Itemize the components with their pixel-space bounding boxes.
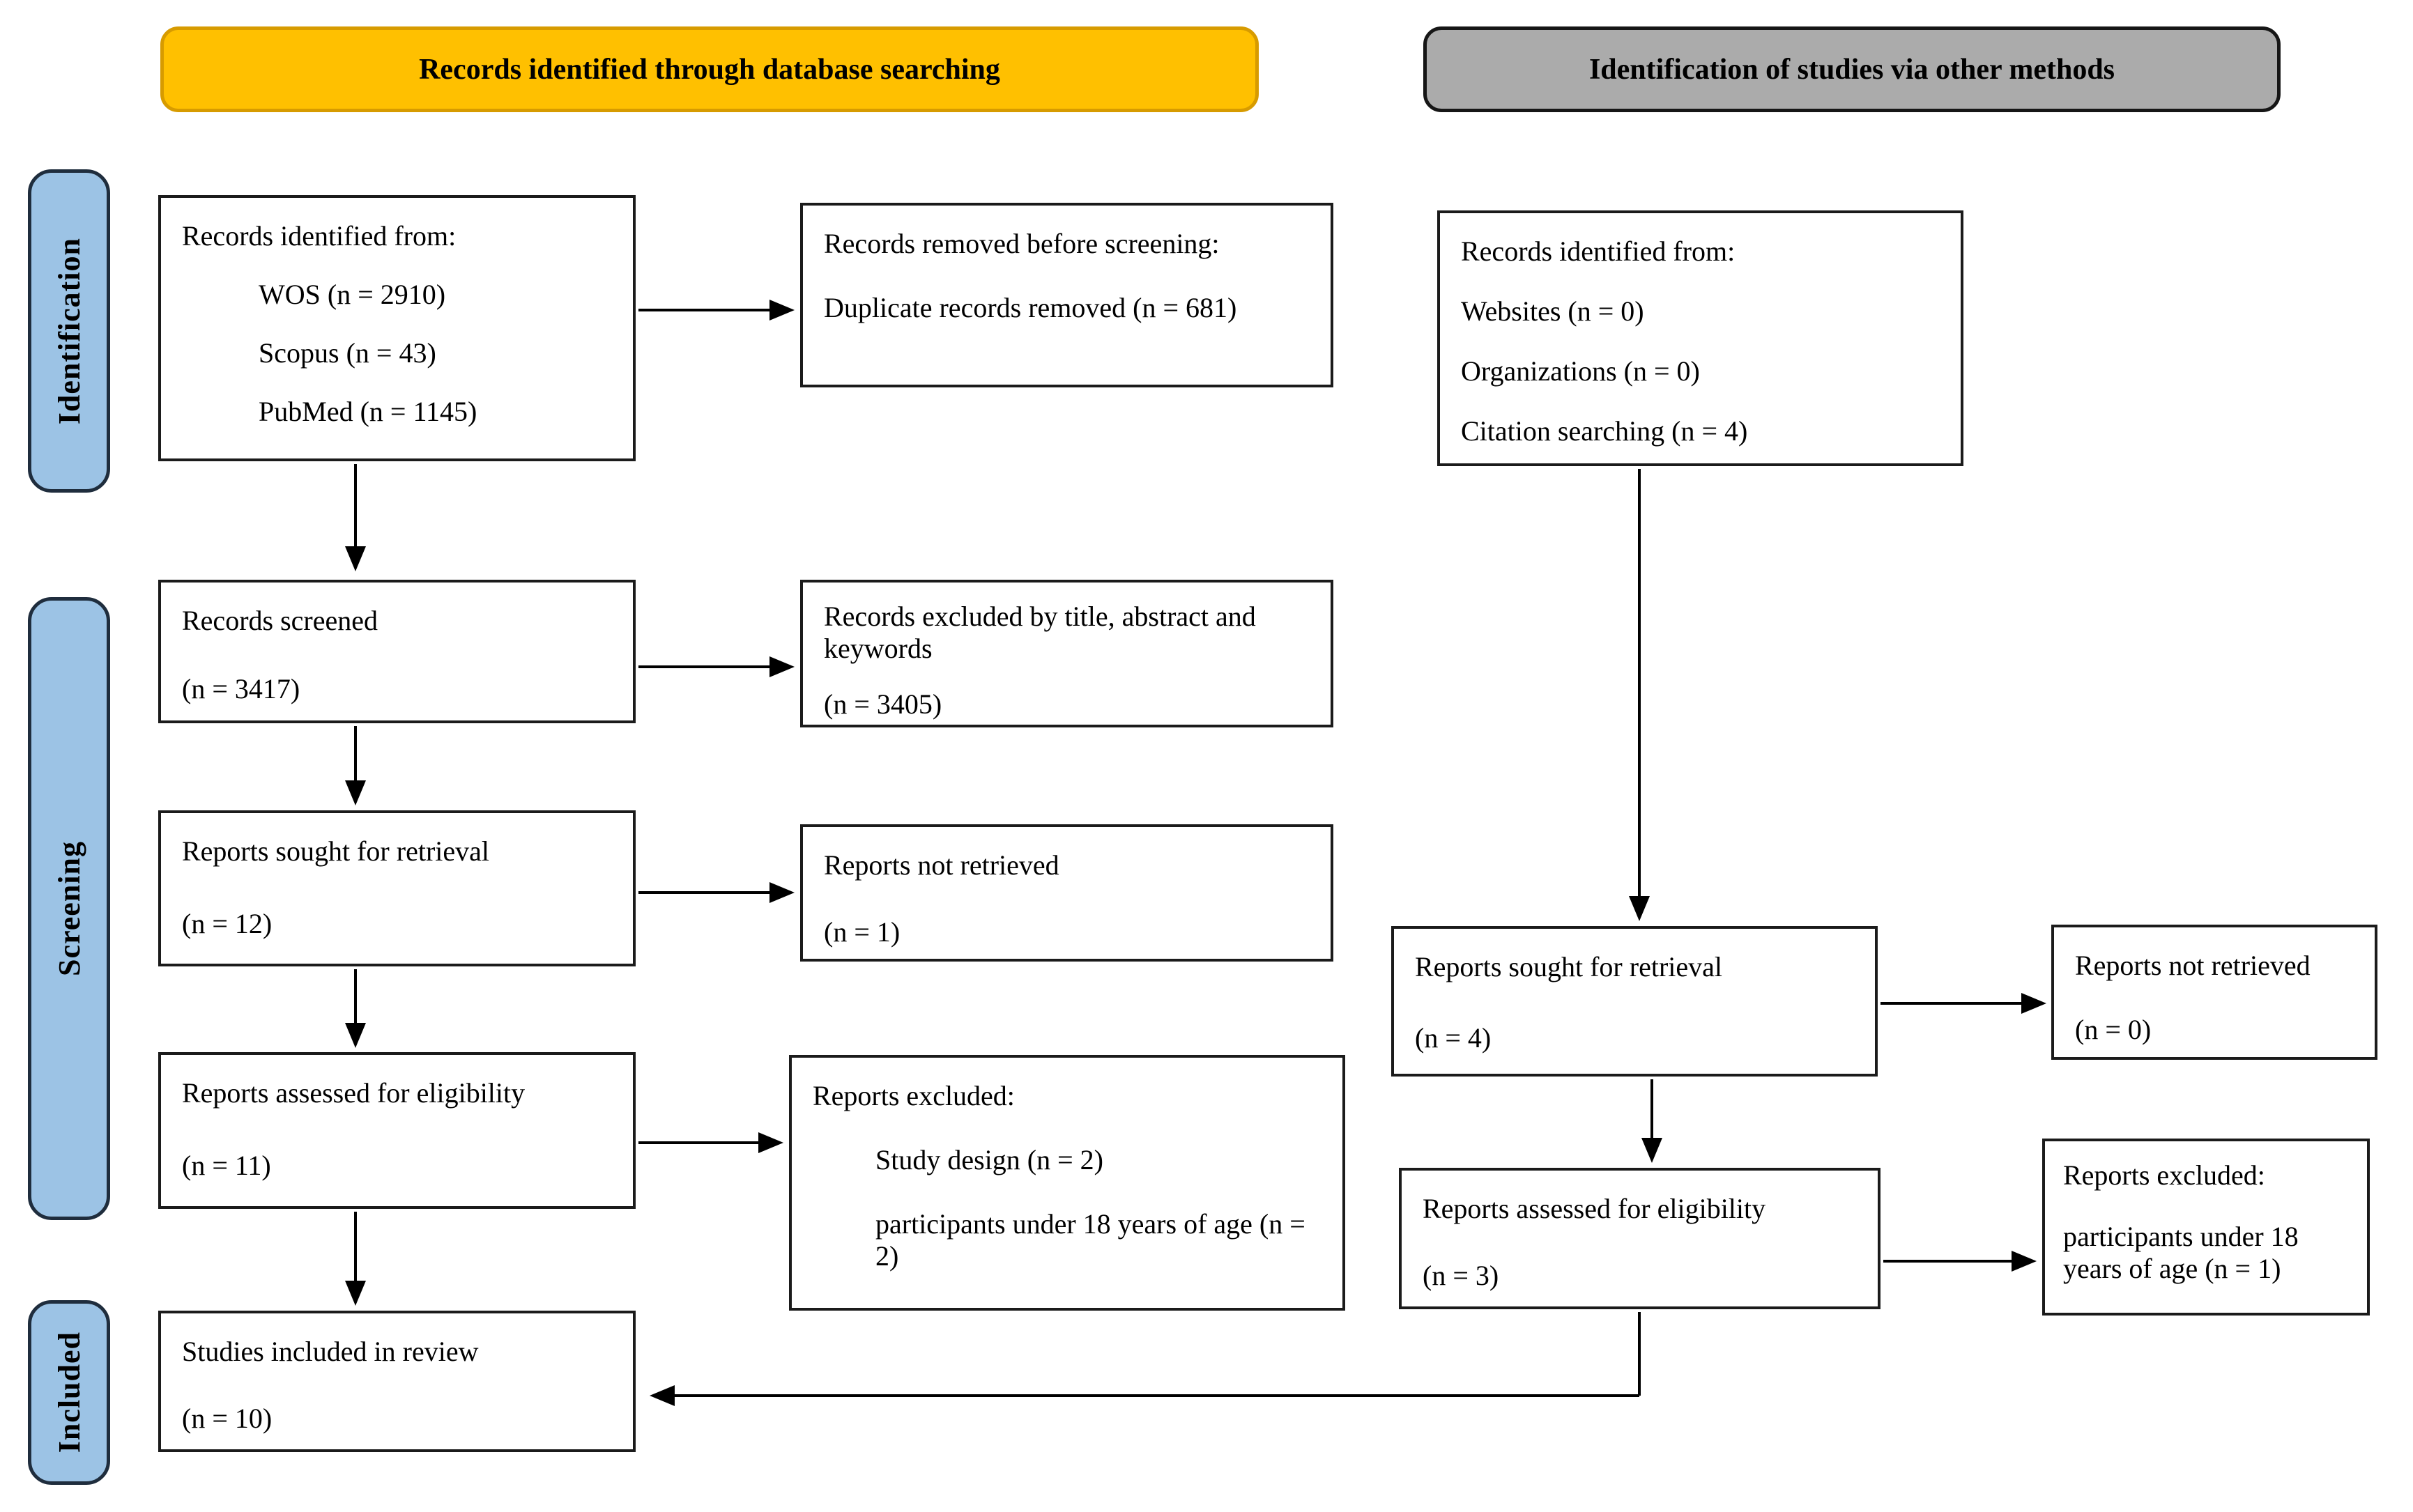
box-title: Reports assessed for eligibility [1423,1193,1766,1224]
box-studies-included: Studies included in review (n = 10) [158,1311,636,1452]
stage-label-included-text: Included [52,1332,86,1453]
box-title: Reports excluded: [813,1080,1015,1111]
box-title: Reports not retrieved [2075,950,2311,981]
box-count: (n = 1) [824,916,901,948]
box-count: (n = 11) [182,1150,271,1181]
stage-label-screening: Screening [28,597,110,1220]
source-count-pubmed: PubMed (n = 1145) [259,396,477,427]
stage-label-identification: Identification [28,169,110,493]
exclusion-reason-under-18: participants under 18 years of age (n = … [875,1208,1305,1272]
box-reports-not-retrieved-other: Reports not retrieved (n = 0) [2051,925,2377,1060]
box-records-identified-database: Records identified from: WOS (n = 2910) … [158,195,636,461]
box-title: Records identified from: [1461,236,1736,267]
box-title: Records removed before screening: [824,228,1220,259]
box-count: (n = 4) [1415,1022,1492,1054]
header-other-methods-label: Identification of studies via other meth… [1588,53,2115,86]
stage-label-identification-text: Identification [52,237,86,425]
box-records-screened: Records screened (n = 3417) [158,580,636,723]
box-reports-excluded-other: Reports excluded: participants under 18 … [2042,1139,2370,1316]
stage-label-screening-text: Screening [52,841,86,976]
box-reports-assessed-database: Reports assessed for eligibility (n = 11… [158,1052,636,1209]
source-count-organizations: Organizations (n = 0) [1461,355,1700,387]
box-count: (n = 3) [1423,1260,1499,1291]
source-count-websites: Websites (n = 0) [1461,295,1644,327]
box-records-excluded: Records excluded by title, abstract and … [800,580,1333,727]
header-database-searching: Records identified through database sear… [160,26,1259,112]
box-records-identified-other: Records identified from: Websites (n = 0… [1437,210,1963,466]
source-count-scopus: Scopus (n = 43) [259,337,436,369]
box-records-removed-before-screening: Records removed before screening: Duplic… [800,203,1333,387]
box-title: Records screened [182,605,378,636]
box-title: Reports sought for retrieval [1415,951,1722,982]
box-title: Records identified from: [182,220,457,252]
box-title: Reports sought for retrieval [182,835,489,867]
stage-label-included: Included [28,1300,110,1485]
box-reports-not-retrieved-database: Reports not retrieved (n = 1) [800,824,1333,962]
box-title: Reports assessed for eligibility [182,1077,526,1109]
box-reports-excluded-database: Reports excluded: Study design (n = 2) p… [789,1055,1345,1311]
box-reports-sought-database: Reports sought for retrieval (n = 12) [158,810,636,966]
source-count-wos: WOS (n = 2910) [259,279,446,310]
box-count: (n = 0) [2075,1014,2152,1045]
box-count: (n = 3417) [182,673,300,704]
exclusion-reason-study-design: Study design (n = 2) [875,1144,1103,1175]
box-title: Records excluded by title, abstract and … [824,601,1256,664]
exclusion-reason-under-18: participants under 18 years of age (n = … [2063,1221,2299,1284]
source-count-citation-searching: Citation searching (n = 4) [1461,415,1748,447]
box-count: (n = 3405) [824,688,942,720]
box-reports-sought-other: Reports sought for retrieval (n = 4) [1391,926,1878,1077]
box-detail: Duplicate records removed (n = 681) [824,292,1237,323]
box-count: (n = 10) [182,1403,273,1434]
header-database-searching-label: Records identified through database sear… [419,53,1000,86]
box-reports-assessed-other: Reports assessed for eligibility (n = 3) [1399,1168,1880,1309]
box-count: (n = 12) [182,908,273,939]
arrow-connector-group [345,300,2046,1406]
box-title: Reports excluded: [2063,1159,2265,1191]
box-title: Reports not retrieved [824,849,1059,881]
box-title: Studies included in review [182,1336,479,1367]
header-other-methods: Identification of studies via other meth… [1423,26,2281,112]
